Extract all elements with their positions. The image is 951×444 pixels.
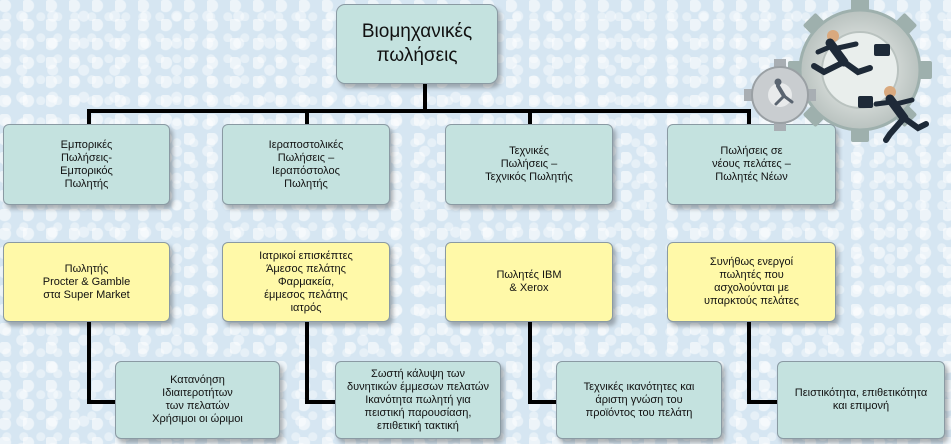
connector-cat1-up <box>87 109 91 125</box>
connector-branch3-horizontal <box>528 400 558 404</box>
example-medical-visitors: Ιατρικοί επισκέπτες Άμεσος πελάτης Φαρμα… <box>222 242 390 322</box>
connector-branch4-vertical <box>747 320 751 404</box>
connector-branch2-vertical <box>305 320 309 404</box>
skill-persuasive-presentation: Σωστή κάλυψη των δυνητικών έμμεσων πελατ… <box>335 361 501 439</box>
connector-cat3-up <box>528 109 532 125</box>
connector-branch4-horizontal <box>747 400 779 404</box>
connector-branch3-vertical <box>528 320 532 404</box>
connector-branch1-horizontal <box>87 400 117 404</box>
skill-persuasiveness: Πειστικότητα, επιθετικότητα και επιμονή <box>777 361 945 439</box>
connector-cat4-up <box>747 109 751 125</box>
connector-cat2-up <box>305 109 309 125</box>
category-new-customer-sales: Πωλήσεις σε νέους πελάτες – Πωλητές Νέων <box>667 124 836 205</box>
connector-root-down <box>423 84 427 112</box>
example-active-salespeople: Συνήθως ενεργοί πωλητές που ασχολούνται … <box>667 242 836 322</box>
category-technical-sales: Τεχνικές Πωλήσεις – Τεχνικός Πωλητής <box>445 124 613 205</box>
skill-technical-abilities: Τεχνικές ικανότητες και άριστη γνώση του… <box>556 361 722 439</box>
example-ibm-xerox: Πωλητές IBM & Xerox <box>445 242 613 322</box>
connector-horizontal-bar <box>87 109 751 113</box>
skill-customer-understanding: Κατανόηση Ιδιαιτεροτήτων των πελατών Χρή… <box>115 361 280 439</box>
category-missionary-sales: Ιεραποστολικές Πωλήσεις – Ιεραπόστολος Π… <box>222 124 390 205</box>
example-procter-gamble: Πωλητής Procter & Gamble στα Super Marke… <box>3 242 170 322</box>
connector-branch1-vertical <box>87 320 91 404</box>
root-node: Βιομηχανικές πωλήσεις <box>336 4 498 84</box>
business-men-running-on-gears-icon <box>740 0 950 160</box>
category-commercial-sales: Εμπορικές Πωλήσεις- Εμπορικός Πωλητής <box>3 124 170 205</box>
connector-branch2-horizontal <box>305 400 337 404</box>
